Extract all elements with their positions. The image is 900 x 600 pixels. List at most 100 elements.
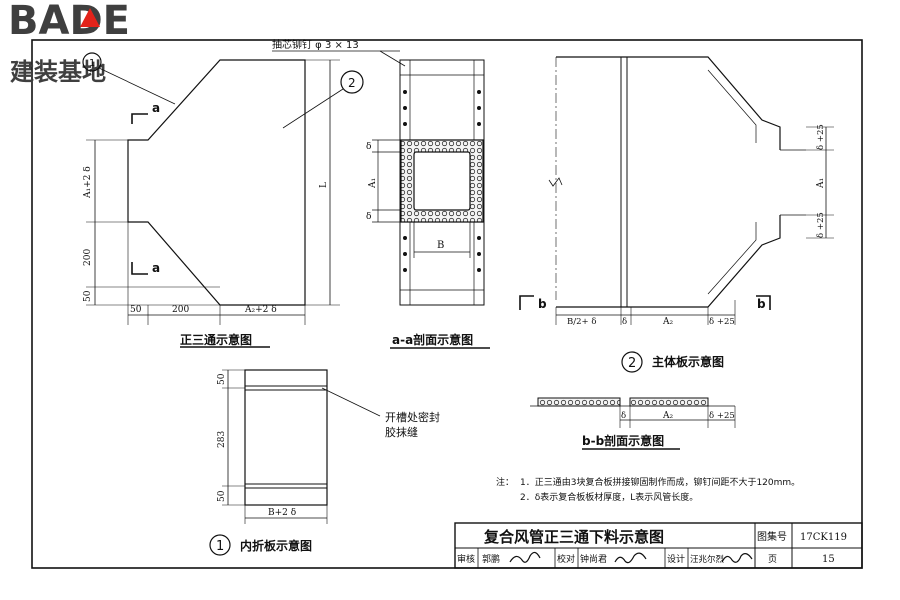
rivet-dot bbox=[403, 106, 407, 110]
section-label-b-left: b bbox=[538, 297, 547, 311]
dim-label-b: B bbox=[437, 240, 444, 251]
tee-callout-2-leader bbox=[282, 88, 344, 129]
dim-label-b-2d: B+2 δ bbox=[268, 508, 296, 518]
dim-label-delta-25: δ +25 bbox=[709, 317, 735, 327]
dim-label-50-top: 50 bbox=[217, 373, 227, 385]
reviewer-signature bbox=[509, 551, 541, 563]
section-bb bbox=[530, 397, 736, 450]
rivet-label-leader bbox=[379, 50, 406, 67]
dim-label-delta: δ bbox=[622, 317, 627, 327]
logo-brand: BADE bbox=[8, 0, 130, 44]
atlas-label: 图集号 bbox=[757, 530, 787, 543]
dim-label-50-bottom: 50 bbox=[217, 490, 227, 502]
dim-label-50-horizontal: 50 bbox=[130, 305, 142, 315]
atlas-number: 17CK119 bbox=[800, 532, 847, 543]
dim-label-283: 283 bbox=[217, 431, 227, 448]
notes-line-2: 2．δ表示复合板板材厚度，L表示风管长度。 bbox=[520, 491, 698, 503]
dim-label-a1-2d: A₁+2 δ bbox=[83, 166, 93, 199]
rivet-dot bbox=[477, 122, 481, 126]
main-panel-outline bbox=[556, 56, 781, 308]
page-label: 页 bbox=[768, 554, 777, 565]
title-block-frame bbox=[454, 522, 863, 569]
rivet-dot bbox=[477, 268, 481, 272]
check-label: 校对 bbox=[557, 553, 575, 565]
main-panel-labels: b b B/2+ δ δ A₂ δ +25 δ +25 A₁ δ +25 2 主… bbox=[538, 124, 826, 371]
dim-label-delta-25-bottom: δ +25 bbox=[816, 212, 826, 238]
logo-accent-triangle bbox=[80, 8, 100, 27]
checker-name: 钟尚君 bbox=[580, 553, 607, 565]
inner-panel-callout: 1 bbox=[216, 539, 224, 554]
dim-label-L: L bbox=[319, 182, 329, 188]
section-label-a-bottom: a bbox=[152, 261, 160, 275]
notes: 注： 1．正三通由3块复合板拼接铆固制作而成，铆钉间距不大于120mm。 2．δ… bbox=[496, 476, 800, 503]
main-panel-callout: 2 bbox=[628, 356, 636, 371]
section-label-a-top: a bbox=[152, 101, 160, 115]
section-aa-dims bbox=[372, 139, 490, 349]
tee-callout-1-leader bbox=[98, 67, 176, 105]
designer-name: 汪兆尔烈 bbox=[690, 554, 725, 565]
tee-outline bbox=[127, 59, 306, 306]
dim-label-a2: A₂ bbox=[662, 411, 673, 421]
title-block-text: 复合风管正三通下料示意图 图集号 17CK119 审核 郭鹏 校对 钟尚君 设计… bbox=[457, 528, 847, 565]
main-panel-break-mark bbox=[548, 177, 563, 187]
main-panel bbox=[519, 56, 834, 373]
rivet-dot bbox=[477, 252, 481, 256]
section-aa bbox=[399, 59, 485, 306]
reviewer-name: 郭鹏 bbox=[482, 553, 500, 565]
seal-leader bbox=[321, 387, 381, 417]
inner-panel-caption: 内折板示意图 bbox=[240, 538, 312, 553]
tee-callout-2-circle bbox=[340, 70, 364, 94]
inner-panel-labels: 50 283 50 B+2 δ 1 内折板示意图 开槽处密封 胶抹缝 bbox=[216, 373, 440, 554]
section-aa-outline bbox=[399, 59, 485, 306]
section-bb-strip-right bbox=[629, 397, 709, 407]
tee-callout-1-circle bbox=[82, 52, 102, 72]
review-label: 审核 bbox=[457, 553, 475, 565]
main-panel-inner-bend bbox=[707, 69, 757, 295]
sheet-border bbox=[31, 39, 863, 569]
dim-label-delta-25: δ +25 bbox=[709, 411, 735, 421]
design-label: 设计 bbox=[667, 553, 685, 565]
checker-signature bbox=[614, 552, 647, 564]
dim-label-50-vertical: 50 bbox=[83, 290, 93, 302]
section-bb-caption: b-b剖面示意图 bbox=[582, 433, 664, 448]
section-bb-strip-left bbox=[537, 397, 621, 407]
dim-label-a1: A₁ bbox=[368, 178, 378, 189]
notes-line-1: 1．正三通由3块复合板拼接铆固制作而成，铆钉间距不大于120mm。 bbox=[520, 476, 800, 488]
rivet-dot bbox=[477, 106, 481, 110]
tee-callout-1: 1 bbox=[89, 58, 95, 69]
section-aa-labels: δ A₁ δ B a-a剖面示意图 bbox=[366, 142, 473, 347]
tee-caption: 正三通示意图 bbox=[180, 332, 252, 347]
logo-slogan: 建装基地 bbox=[10, 58, 106, 86]
section-mark-a-top bbox=[131, 113, 148, 124]
section-bb-labels: δ A₂ δ +25 b-b剖面示意图 bbox=[582, 411, 735, 448]
dim-label-a1: A₁ bbox=[816, 178, 826, 189]
inner-panel-outline bbox=[244, 369, 328, 506]
rivet-label: 抽芯铆钉 φ 3 × 13 bbox=[272, 38, 359, 51]
dim-label-a2: A₂ bbox=[662, 317, 673, 327]
section-label-b-right: b bbox=[757, 297, 766, 311]
dim-label-200-vertical: 200 bbox=[83, 249, 93, 266]
dim-label-200-horizontal: 200 bbox=[172, 305, 189, 315]
tee-view bbox=[82, 52, 364, 348]
rivet-dot bbox=[403, 252, 407, 256]
section-aa-caption: a-a剖面示意图 bbox=[392, 332, 473, 347]
inner-panel bbox=[209, 369, 381, 556]
rivet-dot bbox=[403, 90, 407, 94]
rivet-dot bbox=[477, 236, 481, 240]
rivet-dot bbox=[403, 268, 407, 272]
section-mark-a-bottom bbox=[131, 262, 148, 275]
page-number: 15 bbox=[822, 554, 835, 565]
title-block bbox=[454, 522, 863, 569]
section-aa-rivets bbox=[403, 90, 481, 272]
rivet-dot bbox=[403, 122, 407, 126]
section-mark-b-left bbox=[519, 295, 534, 310]
seal-note-line-2: 胶抹缝 bbox=[385, 425, 418, 439]
notes-label: 注： bbox=[496, 476, 514, 488]
tee-callout-2: 2 bbox=[348, 76, 356, 90]
bade-logo: BADE 建装基地 bbox=[8, 0, 130, 86]
tee-view-labels: 1 2 a a A₁+2 δ 200 50 50 200 A₂+2 δ L 正三… bbox=[83, 58, 356, 347]
inner-panel-callout-circle bbox=[209, 534, 231, 556]
section-mark-b-right bbox=[756, 295, 771, 310]
dim-label-b-half-delta: B/2+ δ bbox=[567, 317, 596, 327]
